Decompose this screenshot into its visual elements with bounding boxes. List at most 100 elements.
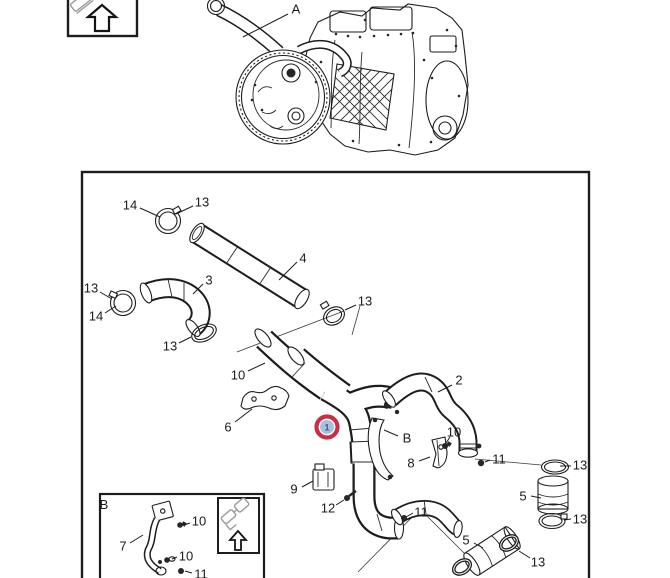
callout-11-21[interactable]: 11: [405, 505, 428, 520]
callout-A-0[interactable]: A: [242, 2, 301, 38]
callout-14-1[interactable]: 14: [123, 198, 161, 218]
hose-part-2: [382, 372, 482, 458]
callout-label[interactable]: 4: [299, 251, 306, 266]
callout-3-6[interactable]: 3: [192, 273, 213, 295]
callout-6-10[interactable]: 6: [224, 408, 253, 435]
callout-label[interactable]: 13: [84, 281, 98, 296]
callout-leader-line: [99, 291, 113, 300]
callout-label[interactable]: 11: [414, 505, 428, 520]
callout-10-25[interactable]: 10: [183, 514, 206, 529]
selected-part-ring: [314, 414, 340, 440]
callout-B-12[interactable]: B: [383, 429, 412, 446]
callout-leader-line: [171, 556, 178, 560]
callout-label[interactable]: 6: [224, 420, 231, 435]
callout-leader-line: [178, 336, 192, 344]
clamp-13-oval: [191, 323, 217, 343]
callout-5-17[interactable]: 5: [519, 489, 542, 504]
bolt-10-main: [442, 441, 452, 449]
callout-13-4[interactable]: 13: [84, 281, 113, 300]
callout-leader-line: [335, 499, 345, 506]
callout-leader-line: [234, 408, 253, 423]
callout-label[interactable]: 9: [290, 482, 297, 497]
callout-13-7[interactable]: 13: [163, 336, 192, 354]
callout-leader-line: [247, 362, 266, 372]
callout-13-16[interactable]: 13: [560, 458, 587, 473]
inset-box-b: B: [98, 492, 266, 578]
callout-11-15[interactable]: 11: [484, 452, 506, 467]
callout-label[interactable]: 10: [447, 425, 461, 440]
callout-leader-line: [129, 534, 144, 544]
bracket-b: [367, 417, 394, 481]
selected-part-marker[interactable]: 1: [314, 414, 340, 440]
callout-label[interactable]: 2: [455, 373, 462, 388]
callout-leader-line: [301, 480, 314, 488]
callout-leader-line: [383, 429, 399, 437]
callout-13-18[interactable]: 13: [563, 512, 587, 527]
callout-label[interactable]: 13: [358, 294, 372, 309]
clamp-13-right-bottom: [538, 512, 568, 530]
reference-thumbnail-box[interactable]: [66, 0, 139, 38]
callout-10-26[interactable]: 10: [171, 549, 193, 564]
callout-9-19[interactable]: 9: [290, 480, 314, 497]
reference-part-sketch-icon: [69, 0, 94, 14]
callout-12-20[interactable]: 12: [321, 499, 345, 516]
bracket-7: [143, 500, 174, 576]
diagram-frame: [80, 170, 591, 578]
clamp-13-ring: [319, 300, 345, 326]
callout-leader-line: [484, 459, 491, 463]
callout-label[interactable]: 5: [519, 489, 526, 504]
callout-label[interactable]: 10: [179, 549, 193, 564]
callout-label[interactable]: 8: [407, 456, 414, 471]
callout-label[interactable]: 7: [119, 539, 126, 554]
callout-label[interactable]: A: [292, 2, 301, 17]
bolt-10-inset-bottom: [164, 556, 176, 563]
inset-box-label: B: [100, 497, 109, 512]
callout-4-3[interactable]: 4: [278, 251, 307, 281]
elbow-hose-bottom: [390, 499, 463, 538]
callout-leader-line: [344, 304, 357, 311]
callout-label[interactable]: 13: [195, 195, 209, 210]
callout-10-13[interactable]: 10: [445, 425, 461, 444]
screw-12: [344, 490, 357, 501]
callout-leader-line: [104, 305, 117, 314]
callout-10-9[interactable]: 10: [231, 362, 266, 383]
bracket-8: [431, 436, 448, 469]
callout-label[interactable]: 10: [231, 368, 245, 383]
o-ring-13-upper: [498, 534, 520, 552]
up-arrow-icon: [85, 3, 119, 33]
clamp-13-14-left: [108, 289, 137, 317]
callout-2-11[interactable]: 2: [437, 373, 463, 393]
parts-art: [108, 205, 570, 576]
callout-leader-line: [437, 384, 453, 393]
inset-thumbnail-box[interactable]: [217, 497, 260, 554]
callout-leader-line: [184, 570, 193, 574]
callout-7-24[interactable]: 7: [119, 534, 144, 554]
callout-11-27[interactable]: 11: [184, 567, 208, 578]
callout-13-8[interactable]: 13: [344, 294, 372, 311]
callout-label[interactable]: 13: [573, 458, 587, 473]
callout-8-14[interactable]: 8: [407, 456, 431, 471]
callout-label[interactable]: 14: [123, 198, 137, 213]
callout-leader-line: [418, 456, 431, 462]
callout-label[interactable]: 12: [321, 501, 335, 516]
callout-13-2[interactable]: 13: [175, 195, 209, 215]
callout-label[interactable]: 13: [573, 512, 587, 527]
callout-label[interactable]: 3: [205, 273, 212, 288]
callout-label[interactable]: 14: [89, 309, 103, 324]
callout-14-5[interactable]: 14: [89, 305, 117, 324]
callout-leader-line: [175, 205, 194, 215]
callout-13-23[interactable]: 13: [518, 550, 545, 570]
callout-label[interactable]: B: [403, 431, 412, 446]
callout-label[interactable]: 13: [531, 555, 545, 570]
callout-5-22[interactable]: 5: [462, 533, 484, 549]
up-arrow-icon: [227, 529, 249, 551]
callout-leader-line: [183, 522, 191, 526]
callout-label[interactable]: 11: [492, 452, 506, 467]
callout-label[interactable]: 11: [194, 567, 208, 578]
callout-label[interactable]: 10: [192, 514, 206, 529]
callout-label[interactable]: 5: [462, 533, 469, 548]
engine-bolt-dots: [250, 18, 461, 147]
bracket-6: [240, 385, 290, 411]
callout-label[interactable]: 13: [163, 339, 177, 354]
